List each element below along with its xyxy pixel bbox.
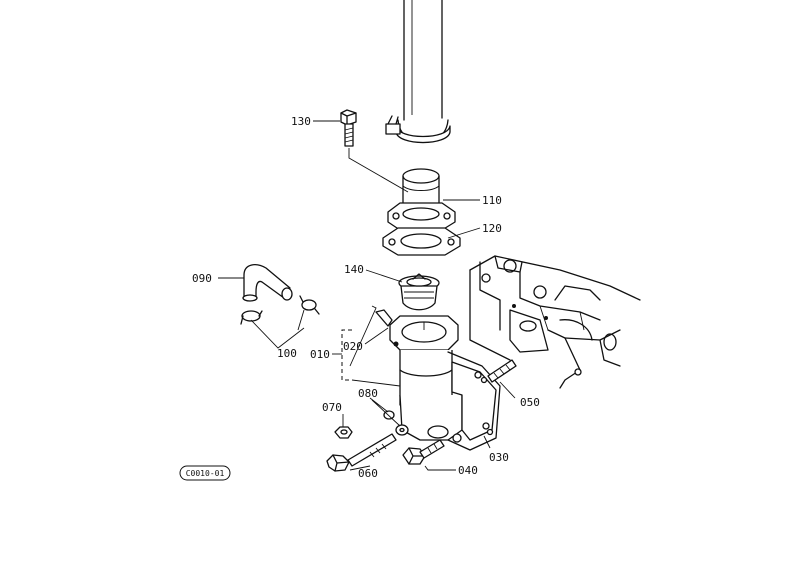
engine-block <box>469 255 641 389</box>
hose-clamp <box>385 115 451 144</box>
upper-pipe <box>397 0 449 143</box>
label-110: 110 <box>482 194 502 207</box>
label-090: 090 <box>192 272 212 285</box>
label-050: 050 <box>520 396 540 409</box>
bolt-130 <box>340 109 409 193</box>
label-100: 100 <box>277 347 297 360</box>
label-040: 040 <box>458 464 478 477</box>
thermostat-housing-010 <box>341 309 497 443</box>
water-outlet-110 <box>387 168 456 231</box>
figure-code-badge: C0010-01 <box>179 465 231 481</box>
label-030: 030 <box>489 451 509 464</box>
stud-050 <box>487 359 517 383</box>
bolt-040 <box>402 439 445 465</box>
thermostat-140 <box>398 273 440 311</box>
leader-lines <box>218 120 516 471</box>
bolt-060 <box>326 433 397 472</box>
label-020: 020 <box>343 340 363 353</box>
label-070: 070 <box>322 401 342 414</box>
hose-090 <box>242 264 293 302</box>
label-140: 140 <box>344 263 364 276</box>
label-080: 080 <box>358 387 378 400</box>
label-120: 120 <box>482 222 502 235</box>
gasket-030 <box>447 351 501 451</box>
clamps-100 <box>240 295 320 331</box>
figure-code: C0010-01 <box>186 469 225 478</box>
label-060: 060 <box>358 467 378 480</box>
gasket-120 <box>382 227 461 256</box>
label-010: 010 <box>310 348 330 361</box>
label-130: 130 <box>291 115 311 128</box>
nut-070 <box>334 426 353 439</box>
